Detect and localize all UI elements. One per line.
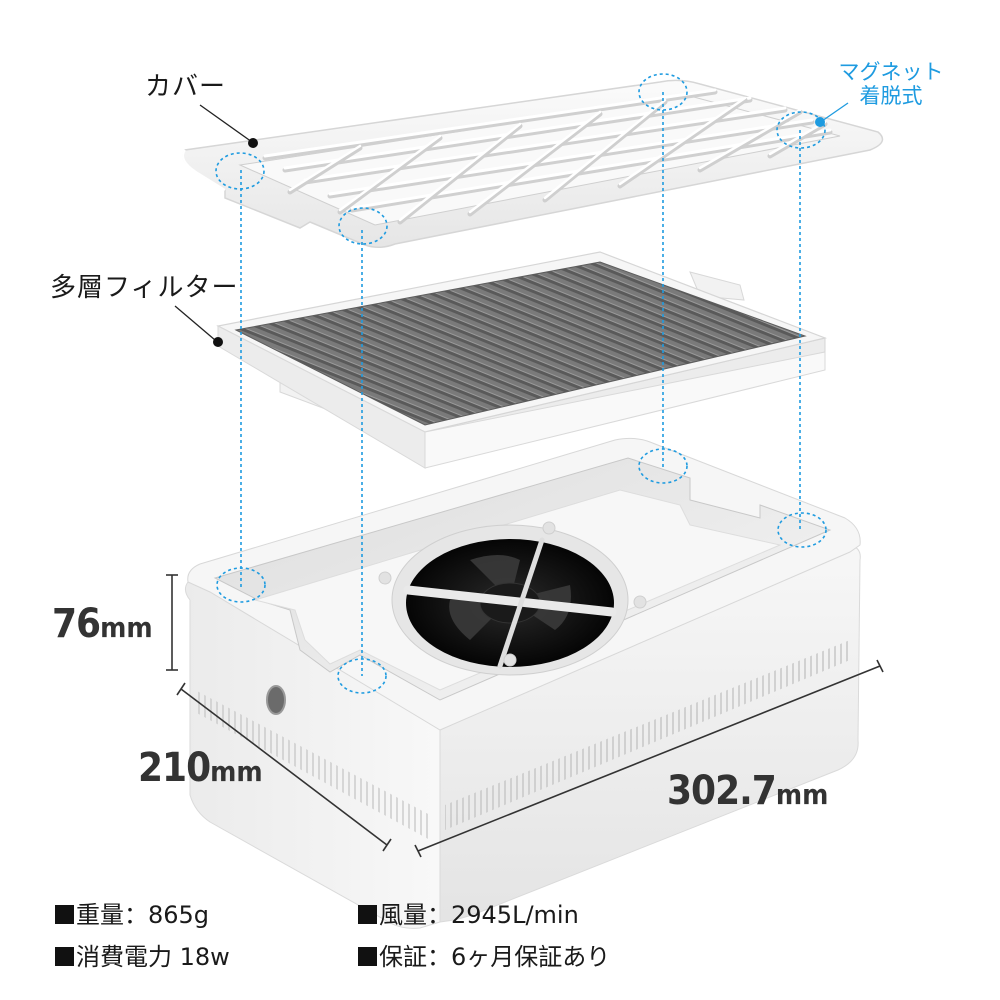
bullet-square-icon	[358, 947, 377, 966]
width-dimension: 302.7mm	[667, 768, 828, 814]
width-value: 302.7	[667, 768, 777, 814]
dimension-lines	[166, 574, 884, 858]
magnet-label-line1: マグネット	[838, 60, 944, 84]
bullet-square-icon	[55, 905, 74, 924]
height-dimension: 76mm	[52, 601, 153, 647]
base-unit	[184, 437, 861, 929]
spec-power: 消費電力 18w	[55, 937, 230, 972]
height-value: 76	[52, 601, 101, 647]
bullet-square-icon	[55, 947, 74, 966]
depth-value: 210	[138, 745, 211, 791]
bullet-square-icon	[358, 905, 377, 924]
cover-label: カバー	[145, 72, 227, 102]
depth-unit: mm	[210, 755, 263, 788]
spec-airflow: 風量：2945L/min	[358, 895, 579, 930]
multilayer-filter	[216, 251, 828, 469]
alignment-guides	[215, 73, 827, 694]
filter-label: 多層フィルター	[50, 273, 239, 303]
spec-warranty: 保証：6ヶ月保証あり	[358, 937, 610, 972]
magnet-label-line2: 着脱式	[859, 84, 923, 108]
magnet-label: マグネット 着脱式	[826, 60, 956, 108]
cover-grille	[182, 79, 884, 248]
spec-weight: 重量：865g	[55, 895, 209, 930]
power-button-icon	[266, 685, 286, 715]
width-unit: mm	[775, 778, 829, 811]
height-unit: mm	[100, 611, 153, 644]
depth-dimension: 210mm	[138, 745, 263, 791]
leader-lines	[174, 102, 849, 347]
